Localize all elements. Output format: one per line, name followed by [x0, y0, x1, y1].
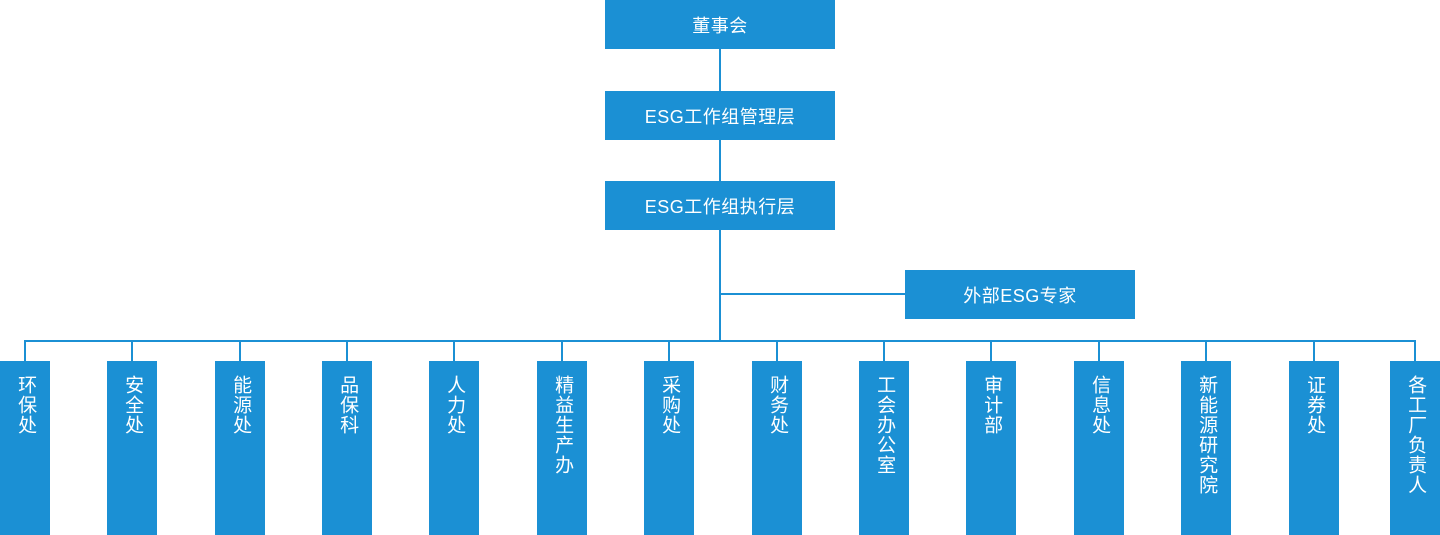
- node-dept-4-label: 品保科: [337, 375, 359, 435]
- node-esg-management-label: ESG工作组管理层: [644, 106, 796, 127]
- node-dept-5[interactable]: 人力处: [429, 361, 479, 535]
- connector-stub-1: [24, 340, 26, 361]
- connector-stub-8: [776, 340, 778, 361]
- node-dept-8[interactable]: 财务处: [752, 361, 802, 535]
- node-board-label: 董事会: [692, 15, 748, 36]
- node-dept-1[interactable]: 环保处: [0, 361, 50, 535]
- node-dept-4[interactable]: 品保科: [322, 361, 372, 535]
- node-dept-10-label: 审计部: [981, 375, 1003, 435]
- connector-board-to-mgmt: [719, 49, 721, 91]
- connector-stub-12: [1205, 340, 1207, 361]
- node-dept-13-label: 证券处: [1304, 375, 1326, 435]
- node-board[interactable]: 董事会: [605, 0, 835, 49]
- node-esg-management[interactable]: ESG工作组管理层: [605, 91, 835, 140]
- node-dept-1-label: 环保处: [15, 375, 37, 435]
- node-dept-8-label: 财务处: [767, 375, 789, 435]
- node-dept-5-label: 人力处: [444, 375, 466, 435]
- connector-stub-10: [990, 340, 992, 361]
- node-esg-execution[interactable]: ESG工作组执行层: [605, 181, 835, 230]
- node-dept-14[interactable]: 各工厂负责人: [1390, 361, 1440, 535]
- connector-stub-11: [1098, 340, 1100, 361]
- node-dept-14-label: 各工厂负责人: [1405, 375, 1427, 495]
- connector-department-bus: [25, 340, 1415, 342]
- connector-stub-5: [453, 340, 455, 361]
- connector-mgmt-to-exec: [719, 140, 721, 181]
- node-dept-9[interactable]: 工会办公室: [859, 361, 909, 535]
- node-dept-11-label: 信息处: [1089, 375, 1111, 435]
- connector-exec-trunk: [719, 230, 721, 342]
- node-dept-7-label: 采购处: [659, 375, 681, 435]
- connector-stub-3: [239, 340, 241, 361]
- connector-stub-14: [1414, 340, 1416, 361]
- connector-stub-4: [346, 340, 348, 361]
- node-dept-10[interactable]: 审计部: [966, 361, 1016, 535]
- connector-stub-13: [1313, 340, 1315, 361]
- node-dept-12[interactable]: 新能源研究院: [1181, 361, 1231, 535]
- connector-stub-9: [883, 340, 885, 361]
- node-dept-6-label: 精益生产办: [552, 375, 574, 475]
- node-dept-7[interactable]: 采购处: [644, 361, 694, 535]
- connector-trunk-to-expert: [719, 293, 905, 295]
- node-dept-3-label: 能源处: [230, 375, 252, 435]
- node-dept-2-label: 安全处: [122, 375, 144, 435]
- node-dept-13[interactable]: 证券处: [1289, 361, 1339, 535]
- node-dept-2[interactable]: 安全处: [107, 361, 157, 535]
- node-dept-9-label: 工会办公室: [874, 375, 896, 475]
- connector-stub-7: [668, 340, 670, 361]
- connector-stub-6: [561, 340, 563, 361]
- connector-stub-2: [131, 340, 133, 361]
- node-external-esg-expert[interactable]: 外部ESG专家: [905, 270, 1135, 319]
- node-dept-12-label: 新能源研究院: [1196, 375, 1218, 495]
- node-dept-11[interactable]: 信息处: [1074, 361, 1124, 535]
- node-external-esg-expert-label: 外部ESG专家: [963, 285, 1077, 306]
- node-dept-6[interactable]: 精益生产办: [537, 361, 587, 535]
- node-dept-3[interactable]: 能源处: [215, 361, 265, 535]
- node-esg-execution-label: ESG工作组执行层: [644, 196, 796, 217]
